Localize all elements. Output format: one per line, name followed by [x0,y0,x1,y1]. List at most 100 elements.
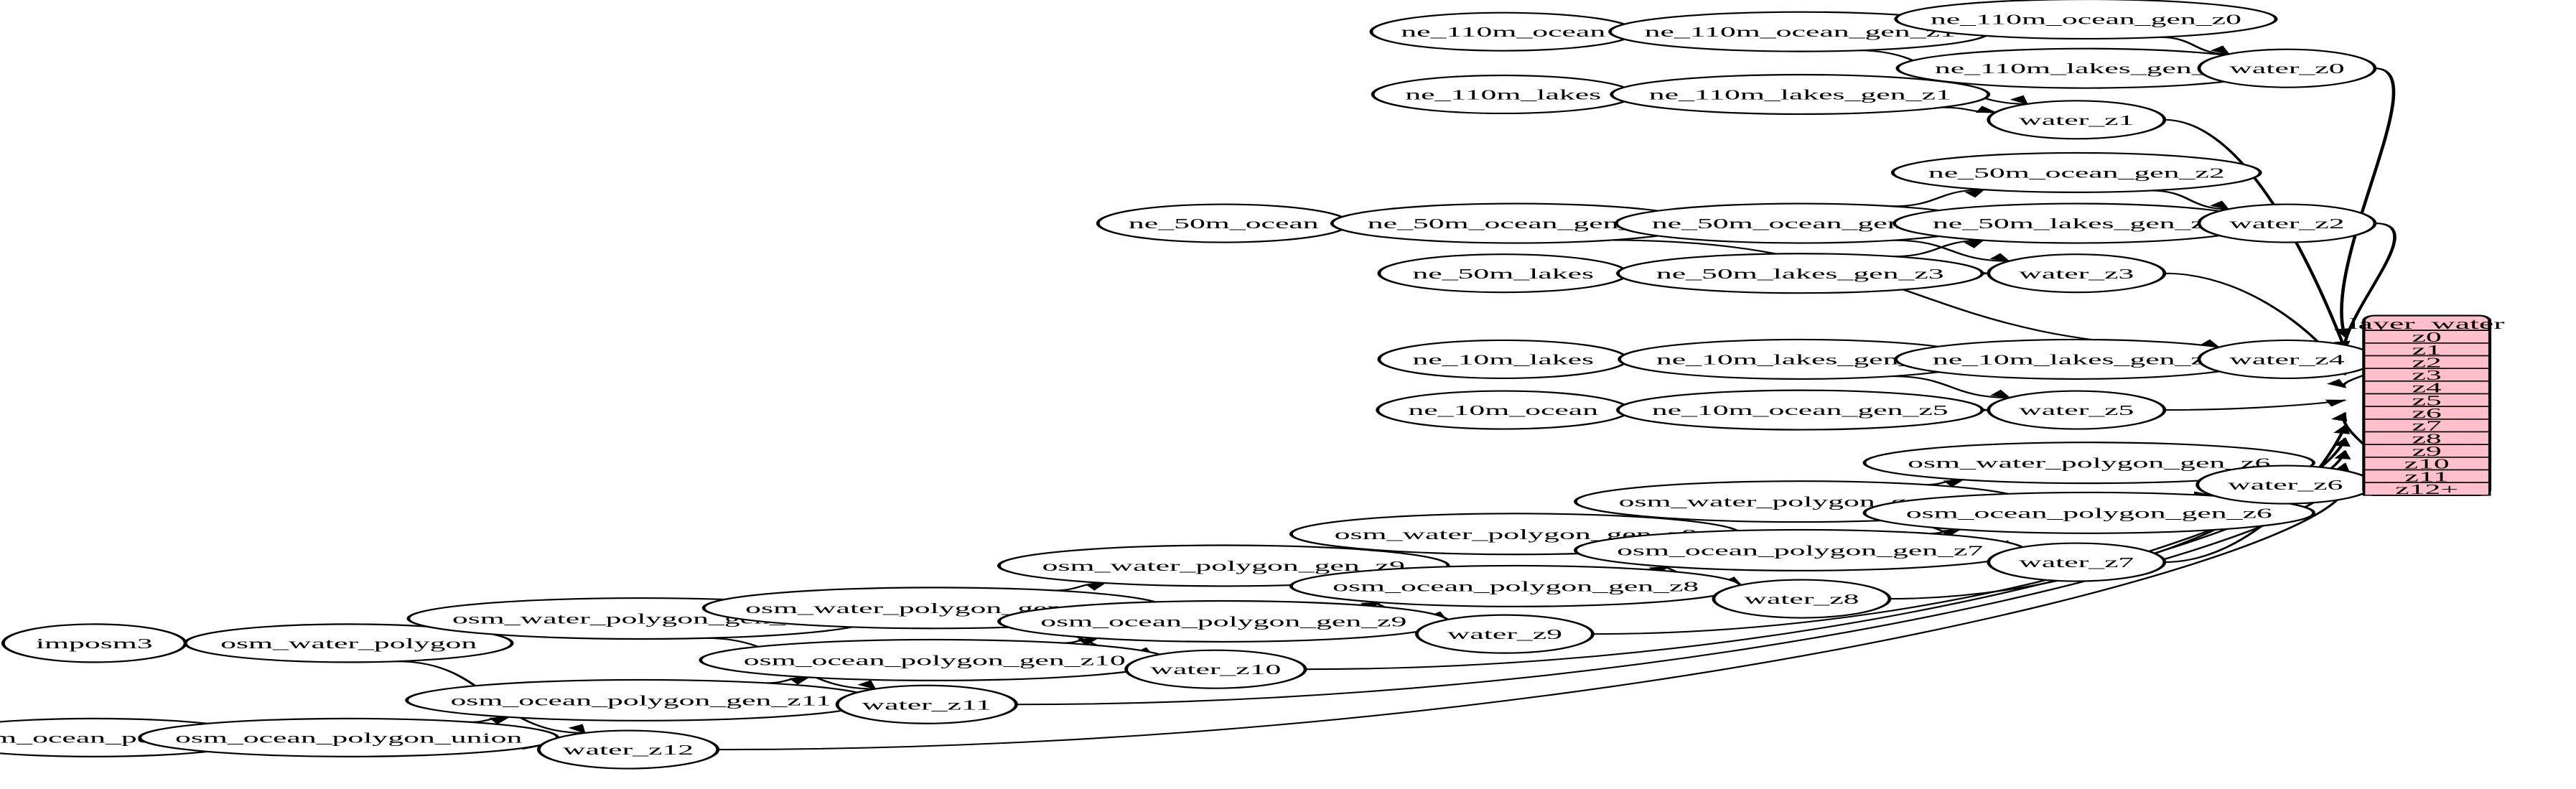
node-water_z0[interactable]: water_z0 [2197,48,2377,88]
node-label-osm_ocean_polygon_union: osm_ocean_polygon_union [175,731,522,746]
node-ne_110m_lakes_gen_z1[interactable]: ne_110m_lakes_gen_z1 [1610,73,1991,116]
node-label-ne_110m_lakes: ne_110m_lakes [1405,88,1601,103]
node-ne_110m_ocean_gen_z0[interactable]: ne_110m_ocean_gen_z0 [1894,0,2278,40]
node-label-water_z8: water_z8 [1744,592,1859,607]
layer-water-table: layer_waterz0z1z2z3z4z5z6z7z8z9z10z11z12… [2349,314,2505,498]
node-label-osm_ocean_polygon_gen_z11: osm_ocean_polygon_gen_z11 [450,694,831,709]
table-row-label-z4: z4 [2412,381,2442,396]
edge-ne_50m_ocean_gen_z2-to-water_z2 [2151,190,2229,210]
node-label-osm_ocean_polygon_gen_z8: osm_ocean_polygon_gen_z8 [1333,579,1699,594]
node-imposm3[interactable]: imposm3 [1,623,187,663]
table-row-label-z1: z1 [2412,342,2442,358]
table-row-z12+[interactable] [2362,482,2491,496]
node-shape-water_z11 [835,684,1018,724]
table-row-label-z7: z7 [2412,419,2442,434]
node-label-osm_ocean_polygon_gen_z7: osm_ocean_polygon_gen_z7 [1617,543,1983,559]
node-osm_ocean_polygon_gen_z6[interactable]: osm_ocean_polygon_gen_z6 [1862,491,2316,534]
node-ne_110m_lakes_gen_z0[interactable]: ne_110m_lakes_gen_z0 [1895,47,2277,89]
node-osm_ocean_polygon_gen_z11[interactable]: osm_ocean_polygon_gen_z11 [405,678,877,722]
table-row-label-z3: z3 [2412,368,2442,383]
node-label-imposm3: imposm3 [36,636,153,651]
node-ne_110m_ocean_gen_z1[interactable]: ne_110m_ocean_gen_z1 [1608,11,1992,52]
arrowhead-ne_50m_ocean_gen_z3-to-ne_50m_ocean_gen_z2 [1964,189,1986,198]
node-water_z5[interactable]: water_z5 [1987,390,2167,430]
node-water_z3[interactable]: water_z3 [1987,253,2167,294]
node-shape-ne_50m_lakes_gen_z3 [1616,253,1984,294]
edge-ne_50m_lakes_gen_z3-to-ne_50m_lakes_gen_z2 [1893,239,1983,258]
arrowhead-water_z7-to-row_z7 [2333,424,2351,434]
node-label-water_z12: water_z12 [563,742,694,757]
node-osm_ocean_polygon_gen_z8[interactable]: osm_ocean_polygon_gen_z8 [1289,564,1742,607]
node-label-ne_110m_lakes_gen_z0: ne_110m_lakes_gen_z0 [1935,61,2237,76]
node-ne_10m_lakes_gen_z4[interactable]: ne_10m_lakes_gen_z4 [1894,338,2259,380]
arrowhead-osm_ocean_polygon_gen_z7-to-osm_ocean_polygon_gen_z6 [1940,528,1962,537]
table-row-label-z10: z10 [2404,457,2450,472]
node-water_z12[interactable]: water_z12 [537,729,720,770]
node-label-water_z1: water_z1 [2019,113,2134,128]
node-osm_water_polygon[interactable]: osm_water_polygon [183,623,514,663]
table-row-label-z5: z5 [2412,393,2442,408]
node-osm_ocean_polygon_gen_z7[interactable]: osm_ocean_polygon_gen_z7 [1573,528,2027,571]
node-ne_50m_lakes_gen_z2[interactable]: ne_50m_lakes_gen_z2 [1893,202,2261,244]
edge-ne_50m_ocean_gen_z3-to-ne_50m_ocean_gen_z2 [1893,189,1984,207]
node-ne_50m_ocean[interactable]: ne_50m_ocean [1096,203,1351,243]
node-label-water_z2: water_z2 [2229,216,2344,231]
arrowhead-osm_water_polygon_gen_z10-to-osm_water_polygon_gen_z9 [1085,582,1107,591]
node-label-water_z6: water_z6 [2228,477,2343,492]
edge-ne_50m_ocean_gen_z3-to-water_z3 [1893,239,2010,262]
node-ne_50m_ocean_gen_z2[interactable]: ne_50m_ocean_gen_z2 [1890,151,2262,193]
arrowhead-water_z5-to-row_z5 [2325,399,2348,407]
arrowhead-ne_110m_ocean_gen_z0-to-water_z0 [2210,45,2231,55]
node-water_z1[interactable]: water_z1 [1987,100,2167,140]
node-label-ne_50m_ocean_gen_z2: ne_50m_ocean_gen_z2 [1928,166,2225,181]
arrowhead-water_z6-to-row_z6 [2331,411,2348,422]
node-water_z11[interactable]: water_z11 [835,684,1018,724]
node-osm_ocean_polygon_gen_z10[interactable]: osm_ocean_polygon_gen_z10 [699,638,1171,681]
node-label-osm_water_polygon_gen_z8: osm_water_polygon_gen_z8 [1335,527,1697,542]
node-water_z8[interactable]: water_z8 [1712,579,1892,619]
node-osm_water_polygon_gen_z6[interactable]: osm_water_polygon_gen_z6 [1862,442,2316,485]
node-label-water_z5: water_z5 [2019,403,2134,418]
node-label-ne_50m_ocean: ne_50m_ocean [1129,216,1319,231]
node-shape-water_z3 [1987,253,2167,294]
node-water_z9[interactable]: water_z9 [1414,614,1595,654]
node-ne_50m_lakes_gen_z3[interactable]: ne_50m_lakes_gen_z3 [1616,253,1984,294]
edge-water_z12-to-row_z12p [717,488,2347,751]
node-shape-water_z7 [1987,542,2167,582]
edge-ne_110m_ocean_gen_z0-to-water_z0 [2160,36,2229,55]
arrowhead-osm_water_polygon_gen_z7-to-osm_water_polygon_gen_z6 [1943,479,1965,487]
node-ne_110m_lakes[interactable]: ne_110m_lakes [1371,74,1635,115]
node-water_z4[interactable]: water_z4 [2197,339,2377,380]
node-label-osm_water_polygon_gen_z6: osm_water_polygon_gen_z6 [1908,456,2270,471]
node-label-ne_10m_ocean: ne_10m_ocean [1408,403,1598,418]
node-water_z7[interactable]: water_z7 [1987,542,2167,582]
node-label-osm_ocean_polygon_gen_z6: osm_ocean_polygon_gen_z6 [1906,506,2272,521]
node-label-water_z0: water_z0 [2229,61,2344,76]
node-water_z6[interactable]: water_z6 [2195,464,2376,505]
table-row-label-z12+: z12+ [2395,482,2458,497]
node-water_z10[interactable]: water_z10 [1124,649,1307,689]
table-row-label-z9: z9 [2412,444,2442,459]
node-ne_10m_ocean[interactable]: ne_10m_ocean [1376,390,1631,430]
node-ne_50m_ocean_gen_z4[interactable]: ne_50m_ocean_gen_z4 [1330,202,1702,244]
arrowhead-water_z4-to-row_z4 [2326,378,2347,388]
node-shape-water_z0 [2197,48,2377,88]
layer-water-table-title: layer_water [2349,315,2505,332]
node-shape-ne_110m_ocean_gen_z0 [1894,0,2278,40]
node-water_z2[interactable]: water_z2 [2197,203,2377,243]
node-osm_ocean_polygon_gen_z9[interactable]: osm_ocean_polygon_gen_z9 [997,599,1450,643]
node-layer: imposm3 osm_water_polygon osm_ocean_polygo… [0,0,2377,770]
node-shape-ne_110m_lakes_gen_z1 [1610,73,1991,116]
node-shape-water_z2 [2197,203,2377,243]
node-ne_10m_ocean_gen_z5[interactable]: ne_10m_ocean_gen_z5 [1616,389,1984,431]
node-ne_10m_lakes_gen_z5[interactable]: ne_10m_lakes_gen_z5 [1618,338,1983,380]
node-ne_50m_lakes[interactable]: ne_50m_lakes [1377,253,1629,294]
node-shape-ne_50m_ocean_gen_z2 [1890,151,2262,193]
node-ne_50m_ocean_gen_z3[interactable]: ne_50m_ocean_gen_z3 [1614,202,1986,244]
node-ne_110m_ocean[interactable]: ne_110m_ocean [1369,11,1637,52]
node-label-ne_50m_ocean_gen_z3: ne_50m_ocean_gen_z3 [1652,216,1949,231]
node-osm_ocean_polygon_union[interactable]: osm_ocean_polygon_union [138,717,560,757]
node-ne_10m_lakes[interactable]: ne_10m_lakes [1377,339,1629,380]
